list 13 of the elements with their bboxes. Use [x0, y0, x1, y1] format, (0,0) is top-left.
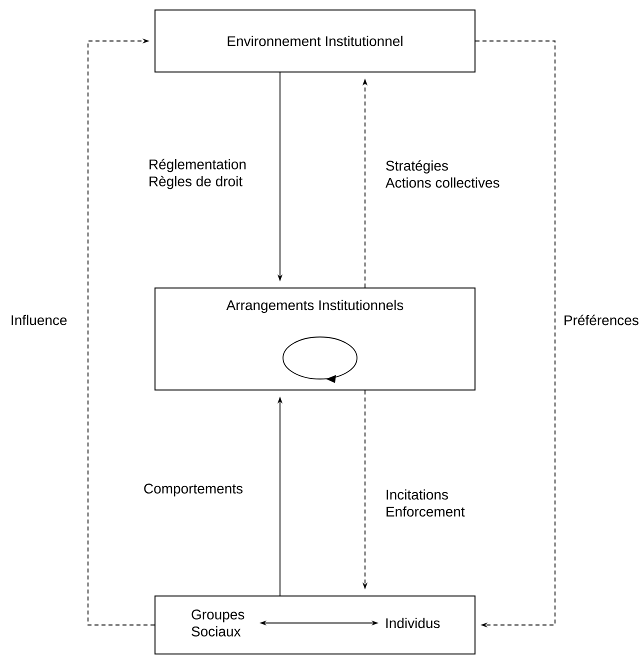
- node-text: Individus: [386, 618, 440, 628]
- edge-label: Influence: [12, 314, 67, 326]
- edge-label: Stratégies Actions collectives: [385, 160, 500, 188]
- edge-label: Incitations Enforcement: [386, 489, 465, 517]
- group-box: [154, 596, 476, 654]
- process-box: Environnement Institutionnel: [154, 10, 476, 72]
- edge-label: Préférences: [564, 314, 638, 326]
- edge-label: Réglementation Règles de droit: [150, 158, 246, 190]
- arrow: [475, 40, 556, 628]
- process-box: Arrangements Institutionnels: [154, 288, 476, 390]
- arrow: [88, 38, 155, 626]
- edge-label: Comportements: [144, 484, 243, 496]
- node-text: Groupes Sociaux: [192, 610, 244, 636]
